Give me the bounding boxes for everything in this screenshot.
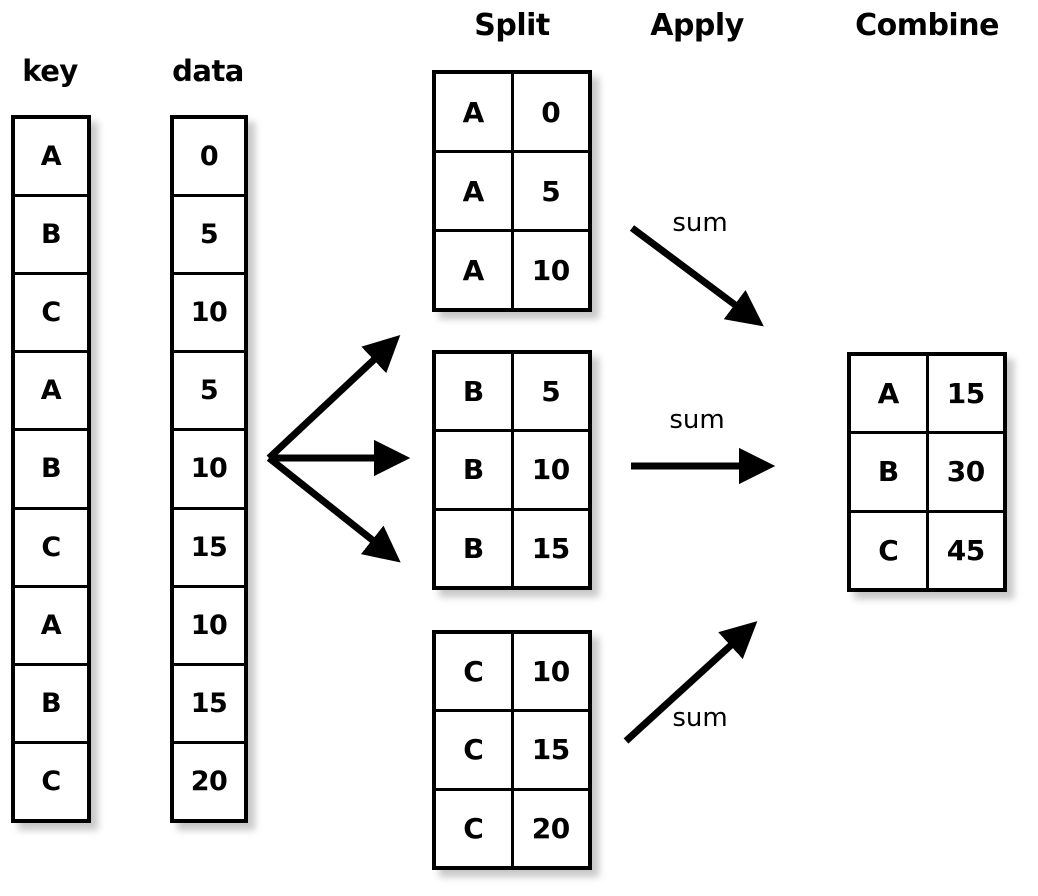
data-column-table: 0 5 10 5 10 15 10 15 20 (170, 115, 248, 823)
result-key-cell: C (851, 512, 929, 588)
table-row: C (15, 510, 87, 588)
table-row: C 10 (436, 634, 588, 713)
split-group-table-b: B 5 B 10 B 15 (432, 350, 592, 590)
table-row: B (15, 197, 87, 276)
split-group-table-a: A 0 A 5 A 10 (432, 70, 592, 312)
key-cell: B (40, 219, 62, 251)
table-row: 15 (174, 666, 244, 744)
table-row: 10 (174, 588, 244, 666)
column-caption-data: data (172, 54, 244, 88)
group-key-cell: A (436, 74, 514, 150)
key-cell: A (40, 375, 62, 407)
table-row: A 10 (436, 232, 588, 308)
table-row: 5 (174, 353, 244, 432)
group-value-cell: 20 (531, 811, 570, 845)
key-cell: B (40, 687, 62, 719)
group-key-cell: A (436, 232, 514, 308)
data-cell: 10 (190, 609, 228, 641)
apply-label-sum-b: sum (669, 405, 725, 435)
table-row: A (15, 353, 87, 432)
key-column-table: A B C A B C A B C (11, 115, 91, 823)
table-row: B (15, 666, 87, 744)
split-arrow-up (266, 335, 401, 461)
group-key-cell: C (436, 790, 514, 866)
combine-result-table: A 15 B 30 C 45 (847, 352, 1007, 592)
group-key-cell: C (436, 712, 514, 788)
group-key-cell: B (436, 354, 514, 430)
table-row: C 15 (436, 712, 588, 791)
data-cell: 15 (190, 531, 228, 563)
table-row: B 30 (851, 434, 1003, 513)
key-cell: C (41, 297, 61, 329)
group-value-cell: 10 (531, 453, 570, 487)
group-key-cell: B (436, 432, 514, 508)
group-value-cell: 5 (541, 375, 561, 409)
table-row: A (15, 119, 87, 198)
split-group-table-c: C 10 C 15 C 20 (432, 630, 592, 870)
result-value-cell: 15 (946, 377, 985, 411)
data-cell: 15 (190, 687, 228, 719)
group-value-cell: 5 (541, 174, 561, 208)
data-cell: 5 (199, 375, 219, 407)
key-cell: A (40, 609, 62, 641)
group-key-cell: B (436, 510, 514, 586)
table-row: 0 (174, 119, 244, 198)
group-key-cell: C (436, 634, 514, 710)
table-row: 15 (174, 510, 244, 588)
apply-label-sum-a: sum (672, 208, 728, 238)
table-row: A 5 (436, 153, 588, 232)
key-cell: C (41, 531, 61, 563)
stage-heading-split: Split (474, 8, 550, 43)
data-cell: 5 (199, 219, 219, 251)
table-row: C (15, 275, 87, 354)
table-row: B (15, 431, 87, 510)
data-cell: 10 (190, 297, 228, 329)
table-row: 10 (174, 431, 244, 510)
split-arrow-down (266, 455, 401, 563)
data-cell: 20 (190, 765, 228, 797)
key-cell: B (40, 453, 62, 485)
group-value-cell: 15 (531, 733, 570, 767)
group-value-cell: 10 (531, 253, 570, 287)
result-key-cell: B (851, 434, 929, 510)
table-row: 5 (174, 197, 244, 276)
stage-heading-combine: Combine (855, 8, 999, 43)
key-cell: A (40, 141, 62, 173)
data-cell: 10 (190, 453, 228, 485)
group-value-cell: 15 (531, 531, 570, 565)
table-row: C 20 (436, 790, 588, 866)
table-row: B 5 (436, 354, 588, 433)
apply-label-sum-c: sum (672, 703, 728, 733)
stage-heading-apply: Apply (650, 8, 744, 43)
group-value-cell: 0 (541, 95, 561, 129)
group-value-cell: 10 (531, 655, 570, 689)
table-row: B 15 (436, 510, 588, 586)
table-row: A (15, 588, 87, 666)
table-row: A 0 (436, 74, 588, 153)
table-row: 20 (174, 744, 244, 819)
table-row: C 45 (851, 512, 1003, 588)
result-key-cell: A (851, 356, 929, 432)
data-cell: 0 (199, 141, 219, 173)
table-row: A 15 (851, 356, 1003, 435)
result-value-cell: 45 (946, 533, 985, 567)
result-value-cell: 30 (946, 455, 985, 489)
apply-arrow-sum-a (629, 225, 764, 327)
group-key-cell: A (436, 153, 514, 229)
table-row: C (15, 744, 87, 819)
table-row: 10 (174, 275, 244, 354)
table-row: B 10 (436, 432, 588, 511)
key-cell: C (41, 765, 61, 797)
column-caption-key: key (22, 54, 78, 88)
